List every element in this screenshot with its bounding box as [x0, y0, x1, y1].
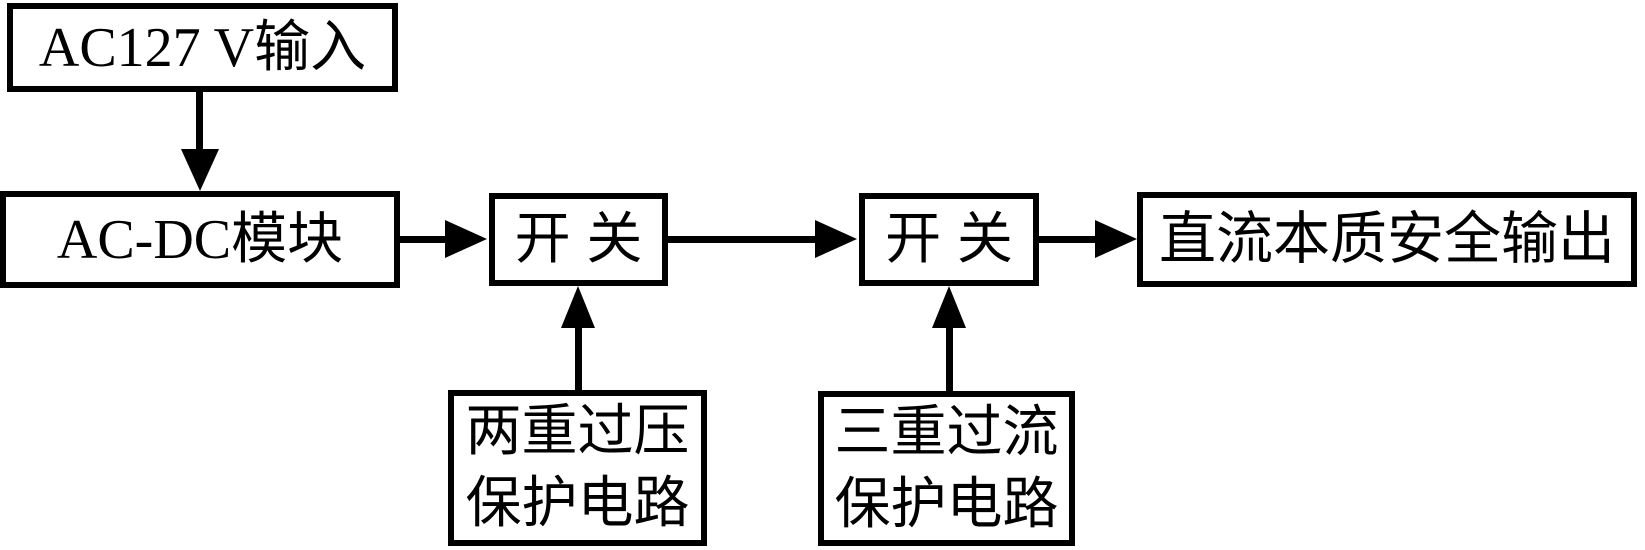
wire-ocp-to-switch2	[946, 320, 953, 391]
node-overcurrent-protection-label-line2: 保护电路	[834, 473, 1059, 536]
node-switch-1-label: 开关	[514, 208, 659, 271]
node-acdc-module: AC-DC模块	[0, 191, 400, 288]
arrowhead-right-icon	[445, 220, 487, 258]
node-overcurrent-protection: 三重过流 保护电路	[818, 391, 1075, 546]
node-overcurrent-protection-label-line1: 三重过流	[834, 401, 1059, 464]
wire-ovp-to-switch1	[575, 320, 582, 390]
wire-ac-input-to-acdc	[196, 92, 203, 162]
node-ac-input: AC127 V输入	[7, 3, 398, 92]
node-ac-input-label: AC127 V输入	[38, 16, 367, 79]
arrowhead-right-icon	[815, 220, 857, 258]
node-overvoltage-protection: 两重过压 保护电路	[448, 390, 707, 546]
node-dc-output: 直流本质安全输出	[1137, 192, 1637, 287]
arrowhead-down-icon	[181, 149, 219, 191]
node-switch-2-label: 开关	[885, 208, 1029, 271]
node-acdc-module-label: AC-DC模块	[56, 208, 344, 271]
node-dc-output-label: 直流本质安全输出	[1159, 208, 1615, 271]
wire-acdc-to-switch1	[400, 236, 455, 243]
wire-switch1-to-switch2	[668, 236, 823, 243]
node-overvoltage-protection-label-line2: 保护电路	[465, 473, 690, 535]
arrowhead-up-icon	[561, 286, 595, 328]
node-overvoltage-protection-label-line1: 两重过压	[465, 401, 690, 463]
arrowhead-right-icon	[1095, 220, 1137, 258]
node-switch-2: 开关	[859, 193, 1039, 286]
node-switch-1: 开关	[489, 193, 668, 286]
wire-switch2-to-output	[1039, 236, 1104, 243]
arrowhead-up-icon	[932, 286, 966, 328]
